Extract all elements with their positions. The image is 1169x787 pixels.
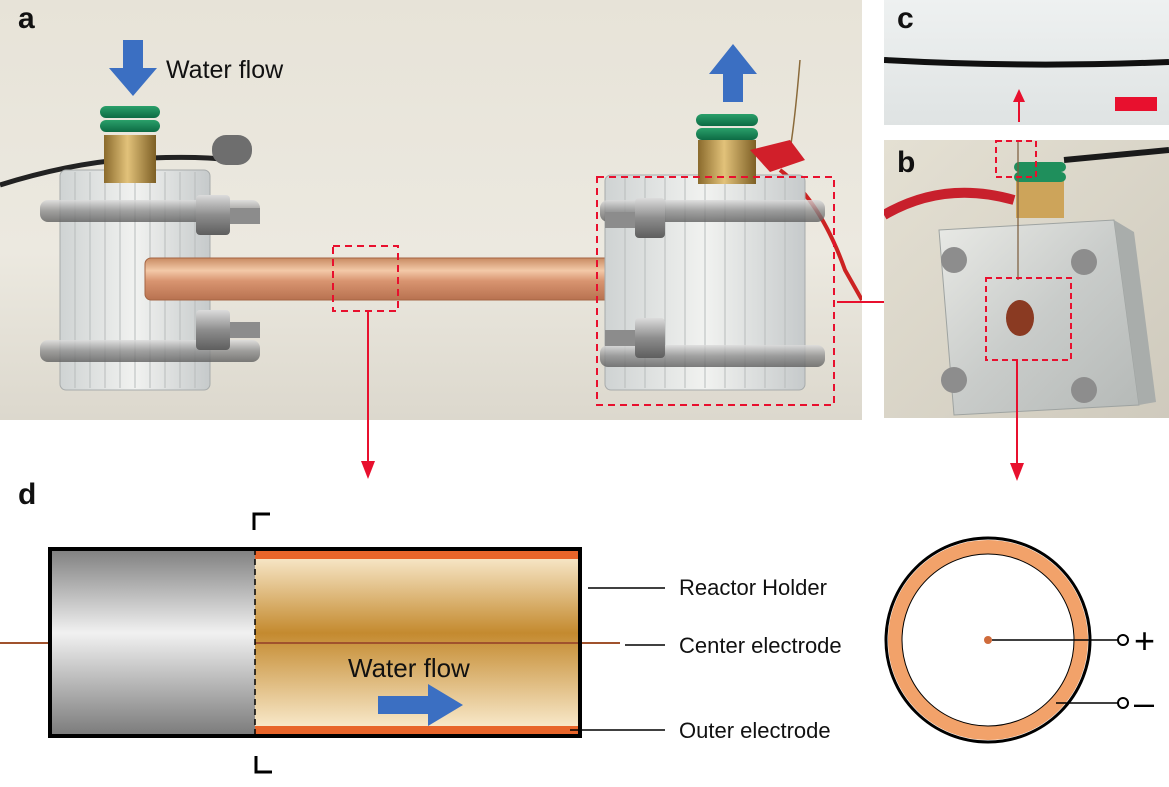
reactor-schematic: Reactor Holder Center electrode Outer el… [0, 512, 842, 774]
flow-out-arrow [709, 44, 757, 102]
minus-symbol: – [1134, 682, 1154, 723]
panel-label-d: d [18, 478, 37, 511]
photo-b [881, 140, 1169, 418]
label-reactor-holder: Reactor Holder [679, 575, 827, 600]
reactor-holder-section [50, 549, 255, 736]
panel-label-a: a [18, 2, 35, 35]
section-bracket-top [252, 512, 270, 530]
wire-zoom-box [995, 140, 1037, 178]
flow-in-arrow [109, 40, 157, 96]
arrow-b-to-c [1013, 89, 1025, 122]
photo-c [883, 0, 1169, 125]
arrow-a-to-d [361, 311, 375, 479]
arrow-b-to-cross-section [1010, 360, 1024, 481]
outer-electrode-bottom [255, 726, 580, 735]
photo-b-drawing [881, 140, 1169, 418]
scale-bar [1115, 97, 1157, 111]
photo-a [0, 0, 864, 420]
channel-zoom-box [985, 277, 1072, 361]
photo-a-drawing [0, 0, 864, 420]
reactor-outline [48, 547, 582, 738]
section-bracket-bottom [254, 756, 272, 774]
schematic-water-flow-label: Water flow [348, 653, 470, 683]
cross-section: + – [884, 536, 1155, 744]
tube-zoom-box [332, 245, 399, 312]
magnified-wire [883, 57, 1169, 68]
panel-label-c: c [897, 2, 914, 35]
photo-c-drawing [883, 0, 1169, 125]
right-holder-block [600, 114, 825, 391]
label-outer-electrode: Outer electrode [679, 718, 831, 743]
block-zoom-box [596, 176, 835, 406]
photo-water-flow-label: Water flow [166, 56, 284, 84]
schematic-flow-arrow [378, 684, 463, 726]
label-center-electrode: Center electrode [679, 633, 842, 658]
panel-label-b: b [897, 146, 916, 179]
outer-electrode-top [255, 550, 580, 559]
plus-symbol: + [1134, 620, 1155, 661]
cross-section-center-electrode [984, 636, 992, 644]
negative-terminal [1117, 697, 1129, 709]
positive-terminal [1117, 634, 1129, 646]
